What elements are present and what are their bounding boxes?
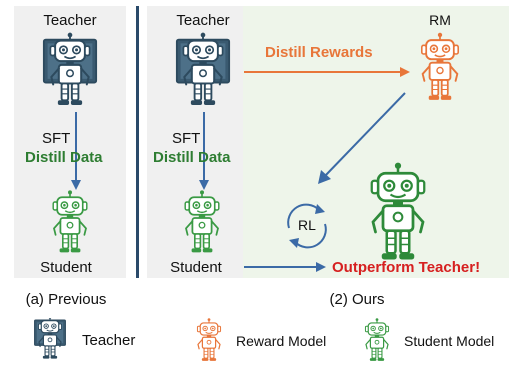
- right-student-robot-icon: [178, 190, 226, 254]
- right-sft-arrow: [199, 112, 209, 190]
- left-distill-data-label: Distill Data: [25, 149, 103, 166]
- right-student-label: Student: [170, 259, 222, 276]
- rl-cycle-icon: [287, 203, 327, 249]
- rm-label: RM: [429, 12, 451, 28]
- rl-label: RL: [298, 217, 316, 233]
- right-sft-label: SFT: [172, 130, 201, 147]
- outperform-teacher-label: Outperform Teacher!: [332, 259, 481, 276]
- left-teacher-label: Teacher: [43, 12, 97, 29]
- right-teacher-label: Teacher: [176, 12, 230, 29]
- left-student-robot-icon: [46, 190, 94, 254]
- rm-to-rl-arrow: [318, 92, 406, 184]
- right-teacher-robot-icon: [175, 32, 231, 107]
- right-caption: (2) Ours: [329, 291, 385, 308]
- rm-robot-icon: [414, 32, 466, 102]
- left-sft-arrow: [71, 112, 81, 190]
- right-distill-data-label: Distill Data: [153, 149, 231, 166]
- legend-student-robot-icon: [360, 318, 394, 362]
- student-to-outperform-arrow: [244, 262, 326, 272]
- legend-student-model-label: Student Model: [404, 333, 495, 349]
- legend-reward-model-robot-icon: [192, 318, 226, 362]
- distill-rewards-label: Distill Rewards: [265, 44, 373, 61]
- distill-rewards-arrow: [244, 67, 410, 77]
- panel-divider: [136, 6, 139, 278]
- legend-reward-model-label: Reward Model: [236, 333, 327, 349]
- left-student-label: Student: [40, 259, 92, 276]
- legend-teacher-label: Teacher: [82, 332, 136, 349]
- outperform-student-robot-icon: [360, 162, 436, 262]
- legend-teacher-robot-icon: [32, 318, 68, 362]
- left-teacher-robot-icon: [42, 32, 98, 107]
- left-sft-label: SFT: [42, 130, 71, 147]
- left-caption: (a) Previous: [25, 291, 107, 308]
